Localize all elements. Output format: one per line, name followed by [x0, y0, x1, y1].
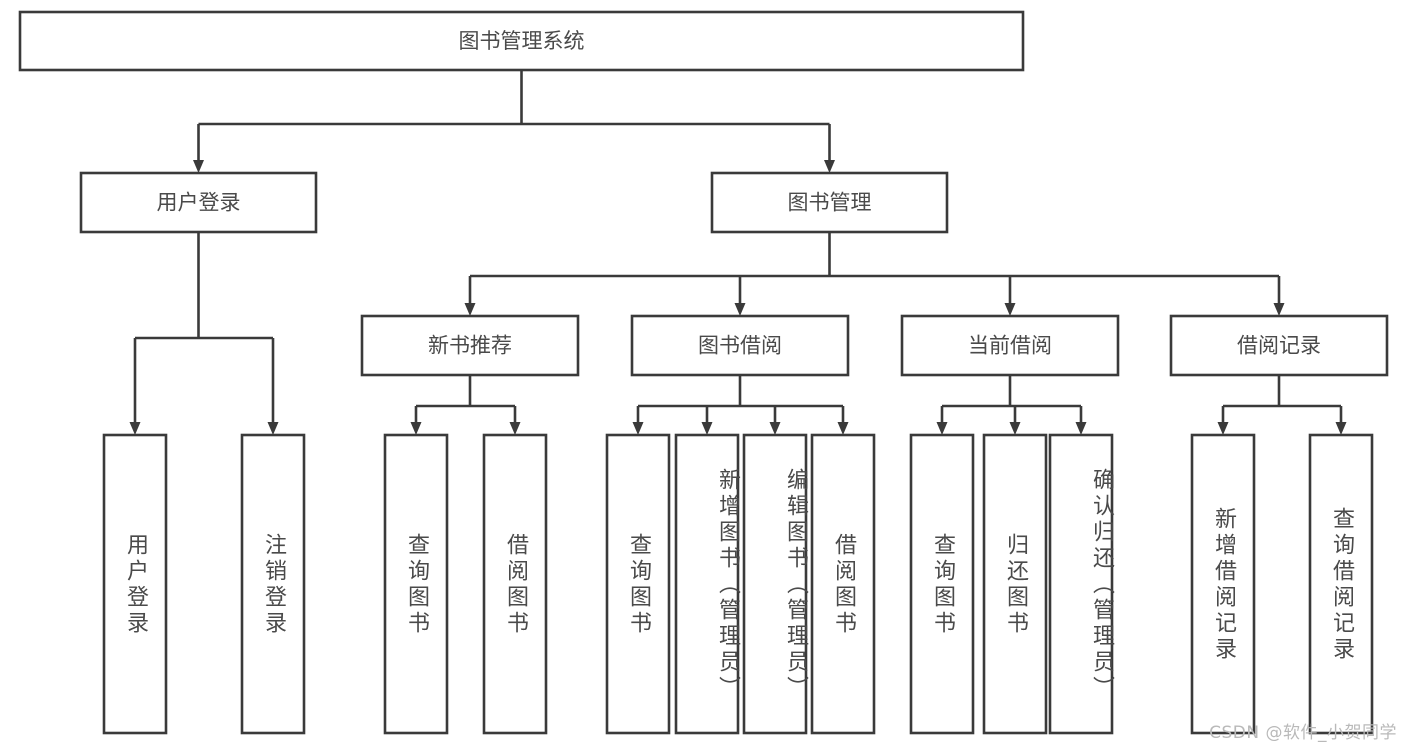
node-box-book-borrow[interactable]	[630, 314, 850, 377]
arrow-head-icon	[267, 422, 279, 435]
arrow-head-icon	[1075, 422, 1087, 435]
node-box-leaf-query-book-3[interactable]	[909, 433, 975, 735]
node-box-new-book-recommend[interactable]	[360, 314, 580, 377]
node-box-leaf-query-book-1[interactable]	[383, 433, 449, 735]
node-leaf-add-book[interactable]	[674, 433, 740, 735]
arrow-head-icon	[193, 160, 204, 173]
node-box-leaf-borrow-book-2[interactable]	[810, 433, 876, 735]
arrow-head-icon	[936, 422, 948, 435]
node-leaf-add-record[interactable]	[1190, 433, 1256, 735]
node-box-leaf-logout-login[interactable]	[240, 433, 306, 735]
connector-group-new-book-recommend	[410, 375, 521, 435]
connector-group-borrow-record	[1217, 375, 1347, 435]
node-label-user-login: 用户登录	[157, 191, 241, 215]
node-box-borrow-record[interactable]	[1169, 314, 1389, 377]
node-book-borrow[interactable]: 图书借阅	[630, 314, 850, 377]
node-leaf-user-login[interactable]	[102, 433, 168, 735]
connectors-layer	[129, 70, 1347, 435]
node-borrow-record[interactable]: 借阅记录	[1169, 314, 1389, 377]
node-book-manage[interactable]: 图书管理	[710, 171, 949, 234]
node-box-current-borrow[interactable]	[900, 314, 1120, 377]
arrow-head-icon	[734, 303, 746, 316]
node-box-leaf-edit-book[interactable]	[742, 433, 808, 735]
node-label-root: 图书管理系统	[459, 29, 585, 53]
connector-group-book-borrow	[632, 375, 849, 435]
node-leaf-return-book[interactable]	[982, 433, 1048, 735]
arrow-head-icon	[410, 422, 422, 435]
node-leaf-edit-book[interactable]	[742, 433, 808, 735]
connector-group-current-borrow	[936, 375, 1087, 435]
node-label-book-borrow: 图书借阅	[698, 334, 782, 358]
node-user-login[interactable]: 用户登录	[79, 171, 318, 234]
watermark-text: CSDN @软件_小贺同学	[1209, 723, 1397, 743]
arrow-head-icon	[464, 303, 476, 316]
connector-group-user-login	[129, 232, 279, 435]
arrow-head-icon	[701, 422, 713, 435]
node-label-new-book-recommend: 新书推荐	[428, 334, 512, 358]
arrow-head-icon	[1273, 303, 1285, 316]
node-leaf-borrow-book-1[interactable]	[482, 433, 548, 735]
node-box-leaf-confirm-return[interactable]	[1048, 433, 1114, 735]
arrow-head-icon	[509, 422, 521, 435]
arrow-head-icon	[1004, 303, 1016, 316]
node-box-book-manage[interactable]	[710, 171, 949, 234]
arrow-head-icon	[632, 422, 644, 435]
arrow-head-icon	[1335, 422, 1347, 435]
arrow-head-icon	[1217, 422, 1229, 435]
arrow-head-icon	[837, 422, 849, 435]
node-leaf-query-book-3[interactable]	[909, 433, 975, 735]
node-box-leaf-query-book-2[interactable]	[605, 433, 671, 735]
connector-group-book-manage	[464, 232, 1285, 316]
node-box-leaf-borrow-book-1[interactable]	[482, 433, 548, 735]
node-box-leaf-user-login[interactable]	[102, 433, 168, 735]
node-label-book-manage: 图书管理	[788, 191, 872, 215]
arrow-head-icon	[1009, 422, 1021, 435]
node-current-borrow[interactable]: 当前借阅	[900, 314, 1120, 377]
connector-group-root	[193, 70, 835, 173]
arrow-head-icon	[129, 422, 141, 435]
node-box-user-login[interactable]	[79, 171, 318, 234]
node-label-borrow-record: 借阅记录	[1237, 334, 1321, 358]
node-box-leaf-add-record[interactable]	[1190, 433, 1256, 735]
node-leaf-query-book-1[interactable]	[383, 433, 449, 735]
arrow-head-icon	[824, 160, 835, 173]
node-box-root[interactable]	[18, 10, 1025, 72]
node-leaf-query-book-2[interactable]	[605, 433, 671, 735]
node-leaf-borrow-book-2[interactable]	[810, 433, 876, 735]
node-new-book-recommend[interactable]: 新书推荐	[360, 314, 580, 377]
node-root[interactable]: 图书管理系统	[18, 10, 1025, 72]
node-label-current-borrow: 当前借阅	[968, 334, 1052, 358]
node-leaf-confirm-return[interactable]	[1048, 433, 1114, 735]
node-box-leaf-add-book[interactable]	[674, 433, 740, 735]
node-box-leaf-query-record[interactable]	[1308, 433, 1374, 735]
arrow-head-icon	[769, 422, 781, 435]
node-box-leaf-return-book[interactable]	[982, 433, 1048, 735]
node-leaf-logout-login[interactable]	[240, 433, 306, 735]
node-leaf-query-record[interactable]	[1308, 433, 1374, 735]
